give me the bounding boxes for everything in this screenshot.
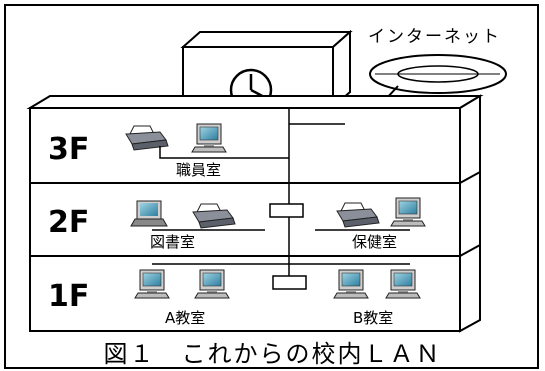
diagram-frame <box>4 4 539 369</box>
floor-label-3f: 3F <box>48 132 89 167</box>
building-roof <box>26 95 484 109</box>
floor-label-2f: 2F <box>48 205 89 240</box>
computer-icon <box>194 269 230 299</box>
internet-label: インターネット <box>368 27 501 47</box>
room-label-staff: 職員室 <box>176 161 221 179</box>
room-label-infirmary: 保健室 <box>352 233 397 251</box>
tower-top <box>180 31 353 48</box>
network-hub <box>272 275 307 290</box>
figure-caption: 図１ これからの校内ＬＡＮ <box>103 340 442 368</box>
computer-icon <box>390 197 426 227</box>
room-label-class-a: A教室 <box>165 309 205 327</box>
room-label-library: 図書室 <box>150 233 195 251</box>
floor-label-1f: 1F <box>48 279 89 314</box>
computer-icon <box>134 269 170 299</box>
building-side <box>459 94 481 333</box>
computer-icon <box>191 123 227 153</box>
tower-side <box>332 29 351 110</box>
room-label-class-b: B教室 <box>353 309 393 327</box>
computer-icon <box>333 269 369 299</box>
computer-icon <box>385 269 421 299</box>
network-hub <box>269 203 304 218</box>
